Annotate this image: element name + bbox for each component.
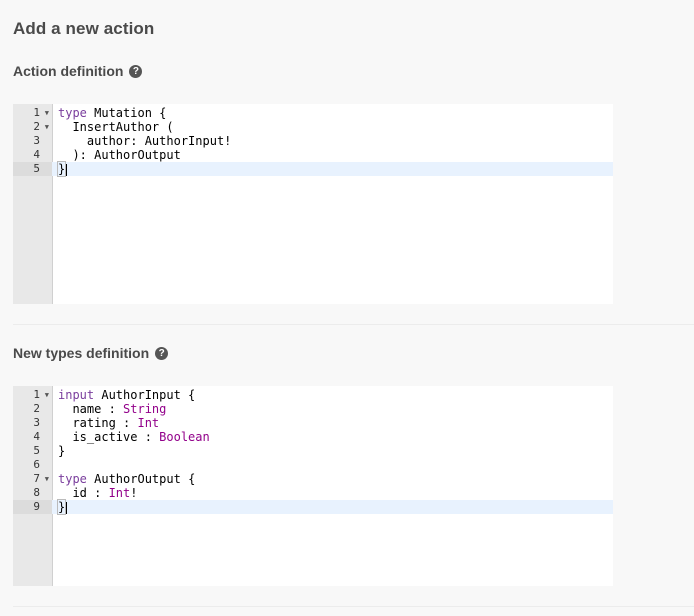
line-number: 3 — [33, 416, 40, 429]
line-number: 4 — [33, 148, 40, 161]
text-cursor — [66, 163, 68, 176]
code-text: } — [58, 444, 65, 458]
code-line[interactable]: 4 is_active : Boolean — [13, 430, 613, 444]
code-text: } — [56, 161, 68, 177]
code-token: } — [58, 444, 66, 458]
line-number-cell: 9 — [13, 500, 52, 514]
code-text: rating : Int — [58, 416, 159, 430]
editor-gutter — [13, 386, 53, 586]
code-line[interactable]: 7▼type AuthorOutput { — [13, 472, 613, 486]
line-number: 9 — [33, 500, 40, 513]
question-circle-icon[interactable]: ? — [129, 64, 143, 78]
page-title: Add a new action — [13, 19, 155, 38]
code-token: { — [159, 106, 167, 120]
keyword-token: type — [58, 472, 87, 486]
type-token: Int — [137, 416, 160, 430]
code-token: name : — [58, 402, 124, 416]
line-number-cell: 3 — [13, 416, 52, 430]
line-number-cell: 1▼ — [13, 106, 52, 120]
question-circle-icon[interactable]: ? — [155, 346, 169, 360]
line-number-cell: 4 — [13, 430, 52, 444]
action-definition-title: Action definition — [13, 63, 124, 79]
code-text: name : String — [58, 402, 166, 416]
line-number-cell: 1▼ — [13, 388, 52, 402]
code-text: ): AuthorOutput — [58, 148, 181, 162]
section-divider — [13, 606, 694, 607]
code-token: } — [56, 161, 67, 177]
type-token: Boolean — [159, 430, 210, 444]
code-token: { — [188, 472, 196, 486]
code-token: rating : — [58, 416, 138, 430]
code-text: id : Int! — [58, 486, 138, 500]
line-number-cell: 7▼ — [13, 472, 52, 486]
types-definition-heading: New types definition ? — [13, 345, 169, 361]
line-number-cell: 5 — [13, 162, 52, 176]
code-line[interactable]: 5} — [13, 444, 613, 458]
code-token: ): AuthorOutput — [58, 148, 181, 162]
code-text: is_active : Boolean — [58, 430, 210, 444]
action-definition-heading: Action definition ? — [13, 63, 143, 79]
code-text: type Mutation { — [58, 106, 166, 120]
code-token: Mutation — [86, 106, 160, 120]
line-number-cell: 2 — [13, 402, 52, 416]
code-token: ! — [130, 486, 138, 500]
code-token: AuthorInput { — [94, 388, 196, 402]
line-number: 7 — [33, 472, 40, 485]
code-line[interactable]: 8 id : Int! — [13, 486, 613, 500]
code-text: } — [56, 499, 68, 515]
types-definition-title: New types definition — [13, 345, 150, 361]
code-token: AuthorOutput — [86, 472, 189, 486]
line-number-cell: 3 — [13, 134, 52, 148]
type-token: String — [123, 402, 167, 416]
code-text: input AuthorInput { — [58, 388, 195, 402]
line-number: 2 — [33, 120, 40, 133]
code-line[interactable]: 3 rating : Int — [13, 416, 613, 430]
line-number-cell: 2▼ — [13, 120, 52, 134]
code-line[interactable]: 3 author: AuthorInput! — [13, 134, 613, 148]
fold-arrow-icon[interactable]: ▼ — [44, 109, 49, 117]
code-line[interactable]: 2 name : String — [13, 402, 613, 416]
fold-arrow-icon[interactable]: ▼ — [44, 475, 49, 483]
code-text: author: AuthorInput! — [58, 134, 232, 148]
line-number: 3 — [33, 134, 40, 147]
code-text: InsertAuthor ( — [58, 120, 174, 134]
code-text: type AuthorOutput { — [58, 472, 195, 486]
line-number: 1 — [33, 106, 40, 119]
code-line[interactable]: 5} — [13, 161, 613, 177]
code-token: } — [56, 499, 67, 515]
code-token: id : — [58, 486, 109, 500]
line-number-cell: 8 — [13, 486, 52, 500]
code-line[interactable]: 4 ): AuthorOutput — [13, 148, 613, 162]
code-token: InsertAuthor ( — [58, 120, 174, 134]
line-number: 5 — [33, 162, 40, 175]
code-token: author: AuthorInput! — [58, 134, 232, 148]
line-number: 1 — [33, 388, 40, 401]
code-token: is_active : — [58, 430, 160, 444]
type-token: Int — [108, 486, 131, 500]
action-definition-editor[interactable]: 1▼type Mutation {2▼ InsertAuthor (3 auth… — [13, 104, 613, 304]
fold-arrow-icon[interactable]: ▼ — [44, 391, 49, 399]
editor-lines: 1▼type Mutation {2▼ InsertAuthor (3 auth… — [13, 106, 613, 177]
line-number-cell: 6 — [13, 458, 52, 472]
line-number-cell: 4 — [13, 148, 52, 162]
editor-gutter — [13, 104, 53, 304]
line-number: 8 — [33, 486, 40, 499]
code-line[interactable]: 1▼type Mutation { — [13, 106, 613, 120]
code-line[interactable]: 6 — [13, 458, 613, 472]
line-number: 4 — [33, 430, 40, 443]
fold-arrow-icon[interactable]: ▼ — [44, 123, 49, 131]
section-divider — [13, 324, 694, 325]
text-cursor — [66, 501, 68, 514]
keyword-token: input — [58, 388, 95, 402]
line-number: 5 — [33, 444, 40, 457]
code-line[interactable]: 2▼ InsertAuthor ( — [13, 120, 613, 134]
line-number: 2 — [33, 402, 40, 415]
code-line[interactable]: 9} — [13, 499, 613, 515]
line-number: 6 — [33, 458, 40, 471]
keyword-token: type — [58, 106, 87, 120]
line-number-cell: 5 — [13, 444, 52, 458]
code-line[interactable]: 1▼input AuthorInput { — [13, 388, 613, 402]
